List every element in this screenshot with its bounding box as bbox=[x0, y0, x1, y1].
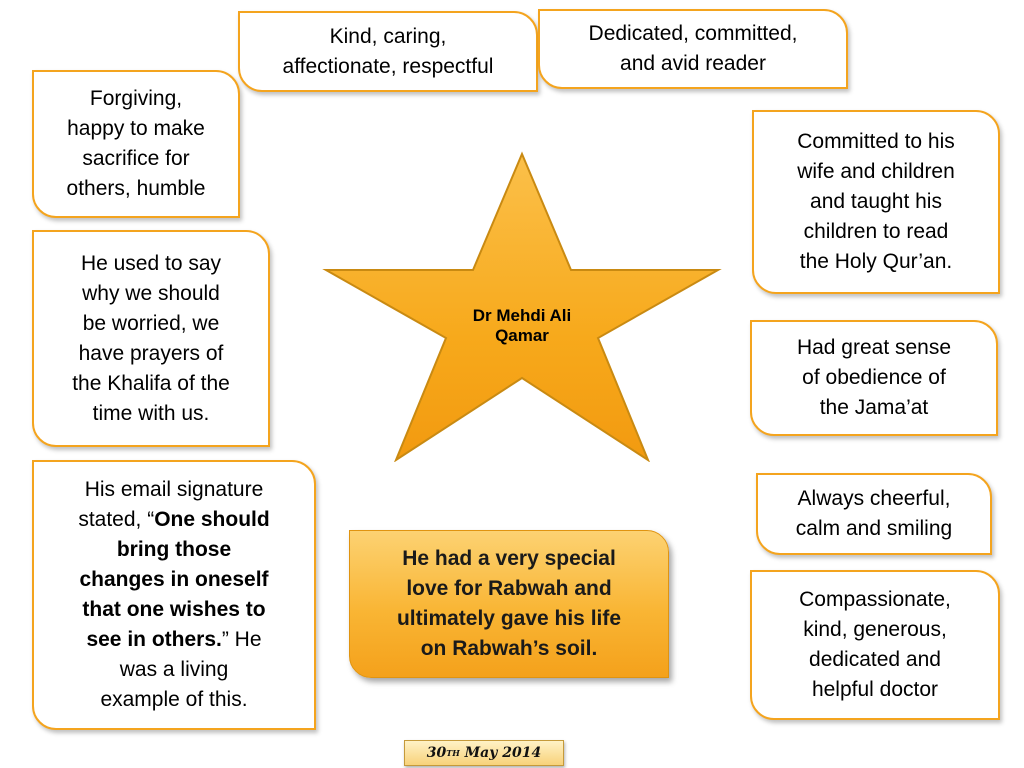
trait-line: Had great sense bbox=[796, 336, 952, 359]
rabwah-highlight-box: He had a very special love for Rabwah an… bbox=[349, 530, 669, 678]
trait-line: sacrifice for bbox=[82, 147, 190, 170]
trait-line: He used to say bbox=[80, 251, 222, 275]
trait-line: Dedicated, committed, bbox=[588, 22, 798, 45]
quote-text: bring those bbox=[116, 538, 232, 561]
trait-card-dedicated: Dedicated, committed, and avid reader bbox=[538, 9, 848, 89]
trait-line: others, humble bbox=[66, 177, 206, 200]
trait-line: and avid reader bbox=[620, 52, 766, 75]
trait-line: be worried, we bbox=[82, 311, 220, 335]
trait-card-cheerful: Always cheerful, calm and smiling bbox=[756, 473, 992, 555]
trait-line: wife and children bbox=[797, 160, 955, 183]
trait-line: affectionate, respectful bbox=[282, 54, 494, 78]
date-day: 30 bbox=[426, 745, 447, 761]
quote-text: One should bbox=[154, 508, 270, 531]
trait-line: example of this. bbox=[100, 688, 248, 711]
trait-line: the Holy Qur’an. bbox=[799, 250, 953, 273]
trait-line: and taught his bbox=[810, 190, 942, 213]
trait-line: Always cheerful, bbox=[797, 487, 951, 510]
highlight-line: He had a very special bbox=[402, 547, 616, 570]
trait-line: Forgiving, bbox=[89, 87, 183, 110]
trait-line: why we should bbox=[82, 281, 220, 305]
trait-card-committed: Committed to his wife and children and t… bbox=[752, 110, 1000, 294]
trait-line: see in others.” He bbox=[78, 625, 269, 655]
center-name-line1: Dr Mehdi Ali bbox=[472, 306, 572, 325]
trait-line: Kind, caring, bbox=[329, 24, 447, 48]
trait-card-email-signature: His email signature stated, “One should … bbox=[32, 460, 316, 730]
date-suffix: TH bbox=[446, 748, 460, 758]
trait-card-forgiving: Forgiving, happy to make sacrifice for o… bbox=[32, 70, 240, 218]
trait-card-compassionate: Compassionate, kind, generous, dedicated… bbox=[750, 570, 1000, 720]
trait-line: Committed to his bbox=[797, 130, 955, 153]
trait-line: was a living bbox=[119, 658, 229, 681]
quote-outro: ” He bbox=[221, 628, 262, 651]
trait-line: helpful doctor bbox=[811, 678, 939, 701]
quote-text: that one wishes to bbox=[82, 598, 266, 621]
center-name: Dr Mehdi Ali Qamar bbox=[442, 306, 602, 346]
trait-line: His email signature bbox=[84, 478, 264, 501]
trait-line: stated, “One should bbox=[78, 505, 269, 535]
center-name-line2: Qamar bbox=[495, 326, 549, 345]
trait-card-kind: Kind, caring, affectionate, respectful bbox=[238, 11, 538, 92]
trait-line: kind, generous, bbox=[803, 618, 947, 641]
trait-line: time with us. bbox=[92, 401, 210, 425]
highlight-line: love for Rabwah and bbox=[406, 577, 612, 600]
trait-line: of obedience of bbox=[802, 366, 946, 389]
trait-line: the Khalifa of the bbox=[72, 371, 230, 395]
trait-line: dedicated and bbox=[809, 648, 941, 671]
quote-text: changes in oneself bbox=[79, 568, 269, 591]
trait-line: have prayers of bbox=[78, 341, 224, 365]
star-shape bbox=[322, 151, 722, 462]
center-star: Dr Mehdi Ali Qamar bbox=[322, 150, 722, 462]
quote-intro: stated, “ bbox=[78, 508, 155, 531]
trait-line: happy to make bbox=[67, 117, 205, 140]
trait-card-prayers: He used to say why we should be worried,… bbox=[32, 230, 270, 447]
trait-line: children to read bbox=[803, 220, 949, 243]
date-rest: May 2014 bbox=[464, 745, 542, 761]
highlight-line: on Rabwah’s soil. bbox=[420, 637, 598, 660]
highlight-line: ultimately gave his life bbox=[396, 607, 622, 630]
trait-line: Compassionate, bbox=[799, 588, 951, 611]
quote-text: see in others. bbox=[86, 628, 222, 651]
trait-line: calm and smiling bbox=[795, 517, 953, 540]
trait-line: the Jama’at bbox=[819, 396, 929, 419]
trait-card-obedience: Had great sense of obedience of the Jama… bbox=[750, 320, 998, 436]
